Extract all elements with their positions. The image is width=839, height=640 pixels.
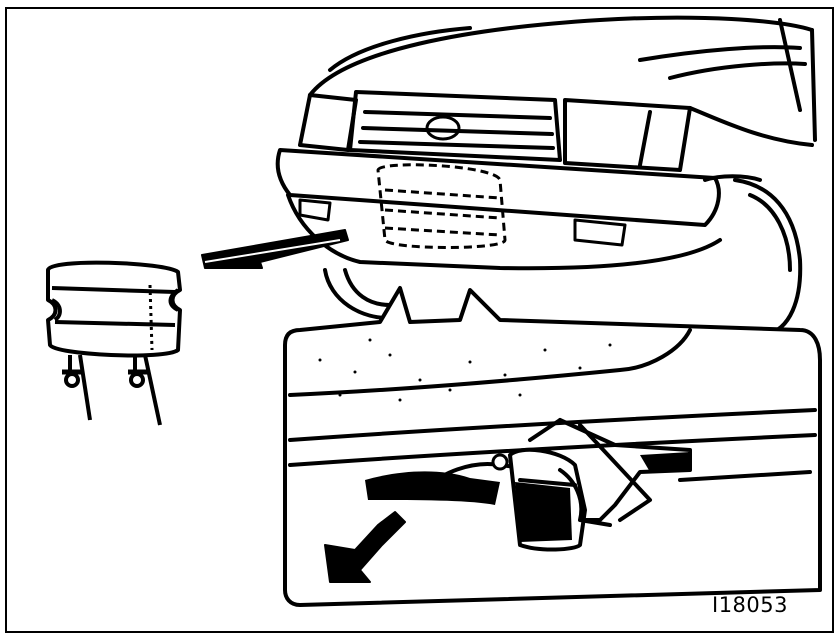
figure-id-label: I18053 (712, 593, 788, 617)
vehicle-front-illustration (278, 18, 815, 335)
bumper-cover-insert (48, 263, 180, 425)
clip-retainer (515, 482, 572, 542)
arrow-left-icon (202, 230, 348, 268)
